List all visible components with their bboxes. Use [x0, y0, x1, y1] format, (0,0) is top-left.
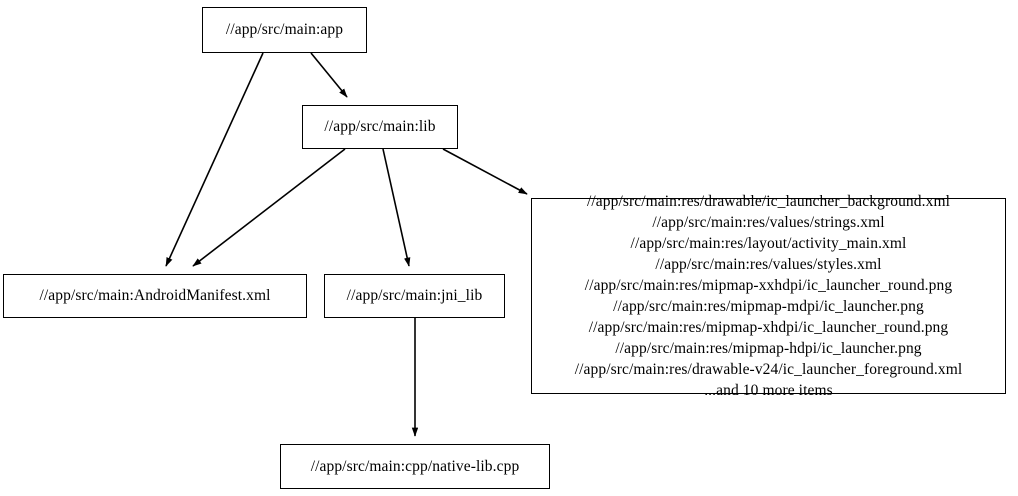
node-resources-list[interactable]: //app/src/main:res/drawable/ic_launcher_… — [531, 193, 1006, 399]
resource-item: //app/src/main:res/drawable-v24/ic_launc… — [574, 361, 963, 378]
resource-item: //app/src/main:res/values/strings.xml — [652, 214, 885, 231]
node-jni-lib-label: //app/src/main:jni_lib — [346, 287, 483, 305]
node-native-lib-cpp-label: //app/src/main:cpp/native-lib.cpp — [310, 457, 520, 475]
resource-item: //app/src/main:res/mipmap-xhdpi/ic_launc… — [588, 319, 949, 336]
resource-item: //app/src/main:res/values/styles.xml — [655, 256, 882, 273]
resource-item: //app/src/main:res/mipmap-mdpi/ic_launch… — [613, 298, 924, 315]
resource-item: //app/src/main:res/mipmap-xxhdpi/ic_laun… — [584, 277, 953, 294]
edge-app-to-lib — [310, 52, 348, 98]
resource-item: //app/src/main:res/layout/activity_main.… — [630, 235, 907, 252]
edge-app-to-manifest — [165, 52, 264, 267]
resource-item: //app/src/main:res/drawable/ic_launcher_… — [586, 193, 951, 210]
node-lib[interactable]: //app/src/main:lib — [302, 105, 458, 149]
node-app-label: //app/src/main:app — [225, 21, 344, 39]
resources-list: //app/src/main:res/drawable/ic_launcher_… — [575, 191, 963, 401]
node-native-lib-cpp[interactable]: //app/src/main:cpp/native-lib.cpp — [280, 444, 550, 489]
resource-item: //app/src/main:res/mipmap-hdpi/ic_launch… — [615, 340, 922, 357]
resources-more-items-label: ...and 10 more items — [704, 382, 833, 399]
edge-lib-to-jni-lib — [382, 148, 411, 267]
node-android-manifest-label: //app/src/main:AndroidManifest.xml — [39, 287, 271, 305]
edge-lib-to-manifest — [192, 148, 346, 267]
edge-lib-to-resources — [442, 148, 528, 195]
node-lib-label: //app/src/main:lib — [324, 118, 436, 136]
node-android-manifest[interactable]: //app/src/main:AndroidManifest.xml — [3, 274, 307, 318]
node-jni-lib[interactable]: //app/src/main:jni_lib — [324, 274, 505, 318]
node-app[interactable]: //app/src/main:app — [202, 7, 367, 53]
